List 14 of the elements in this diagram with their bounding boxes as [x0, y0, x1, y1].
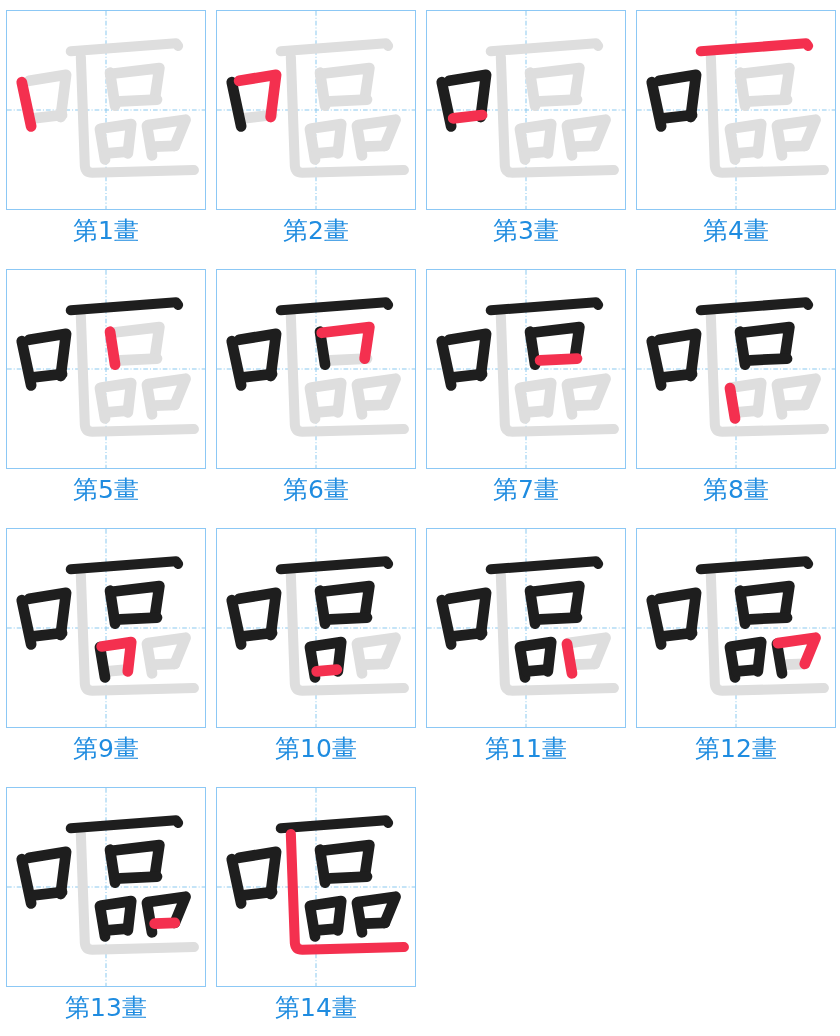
- stroke-caption: 第13畫: [65, 993, 147, 1022]
- stroke-caption: 第12畫: [695, 734, 777, 763]
- stroke-caption: 第3畫: [493, 216, 559, 245]
- stroke-caption: 第4畫: [703, 216, 769, 245]
- stroke-caption: 第1畫: [73, 216, 139, 245]
- stroke-caption: 第6畫: [283, 475, 349, 504]
- stroke-caption: 第14畫: [275, 993, 357, 1022]
- stroke-caption: 第10畫: [275, 734, 357, 763]
- stroke-caption: 第7畫: [493, 475, 559, 504]
- stroke-caption: 第9畫: [73, 734, 139, 763]
- stroke-caption: 第8畫: [703, 475, 769, 504]
- stroke-caption: 第2畫: [283, 216, 349, 245]
- stroke-caption: 第5畫: [73, 475, 139, 504]
- stroke-caption: 第11畫: [485, 734, 567, 763]
